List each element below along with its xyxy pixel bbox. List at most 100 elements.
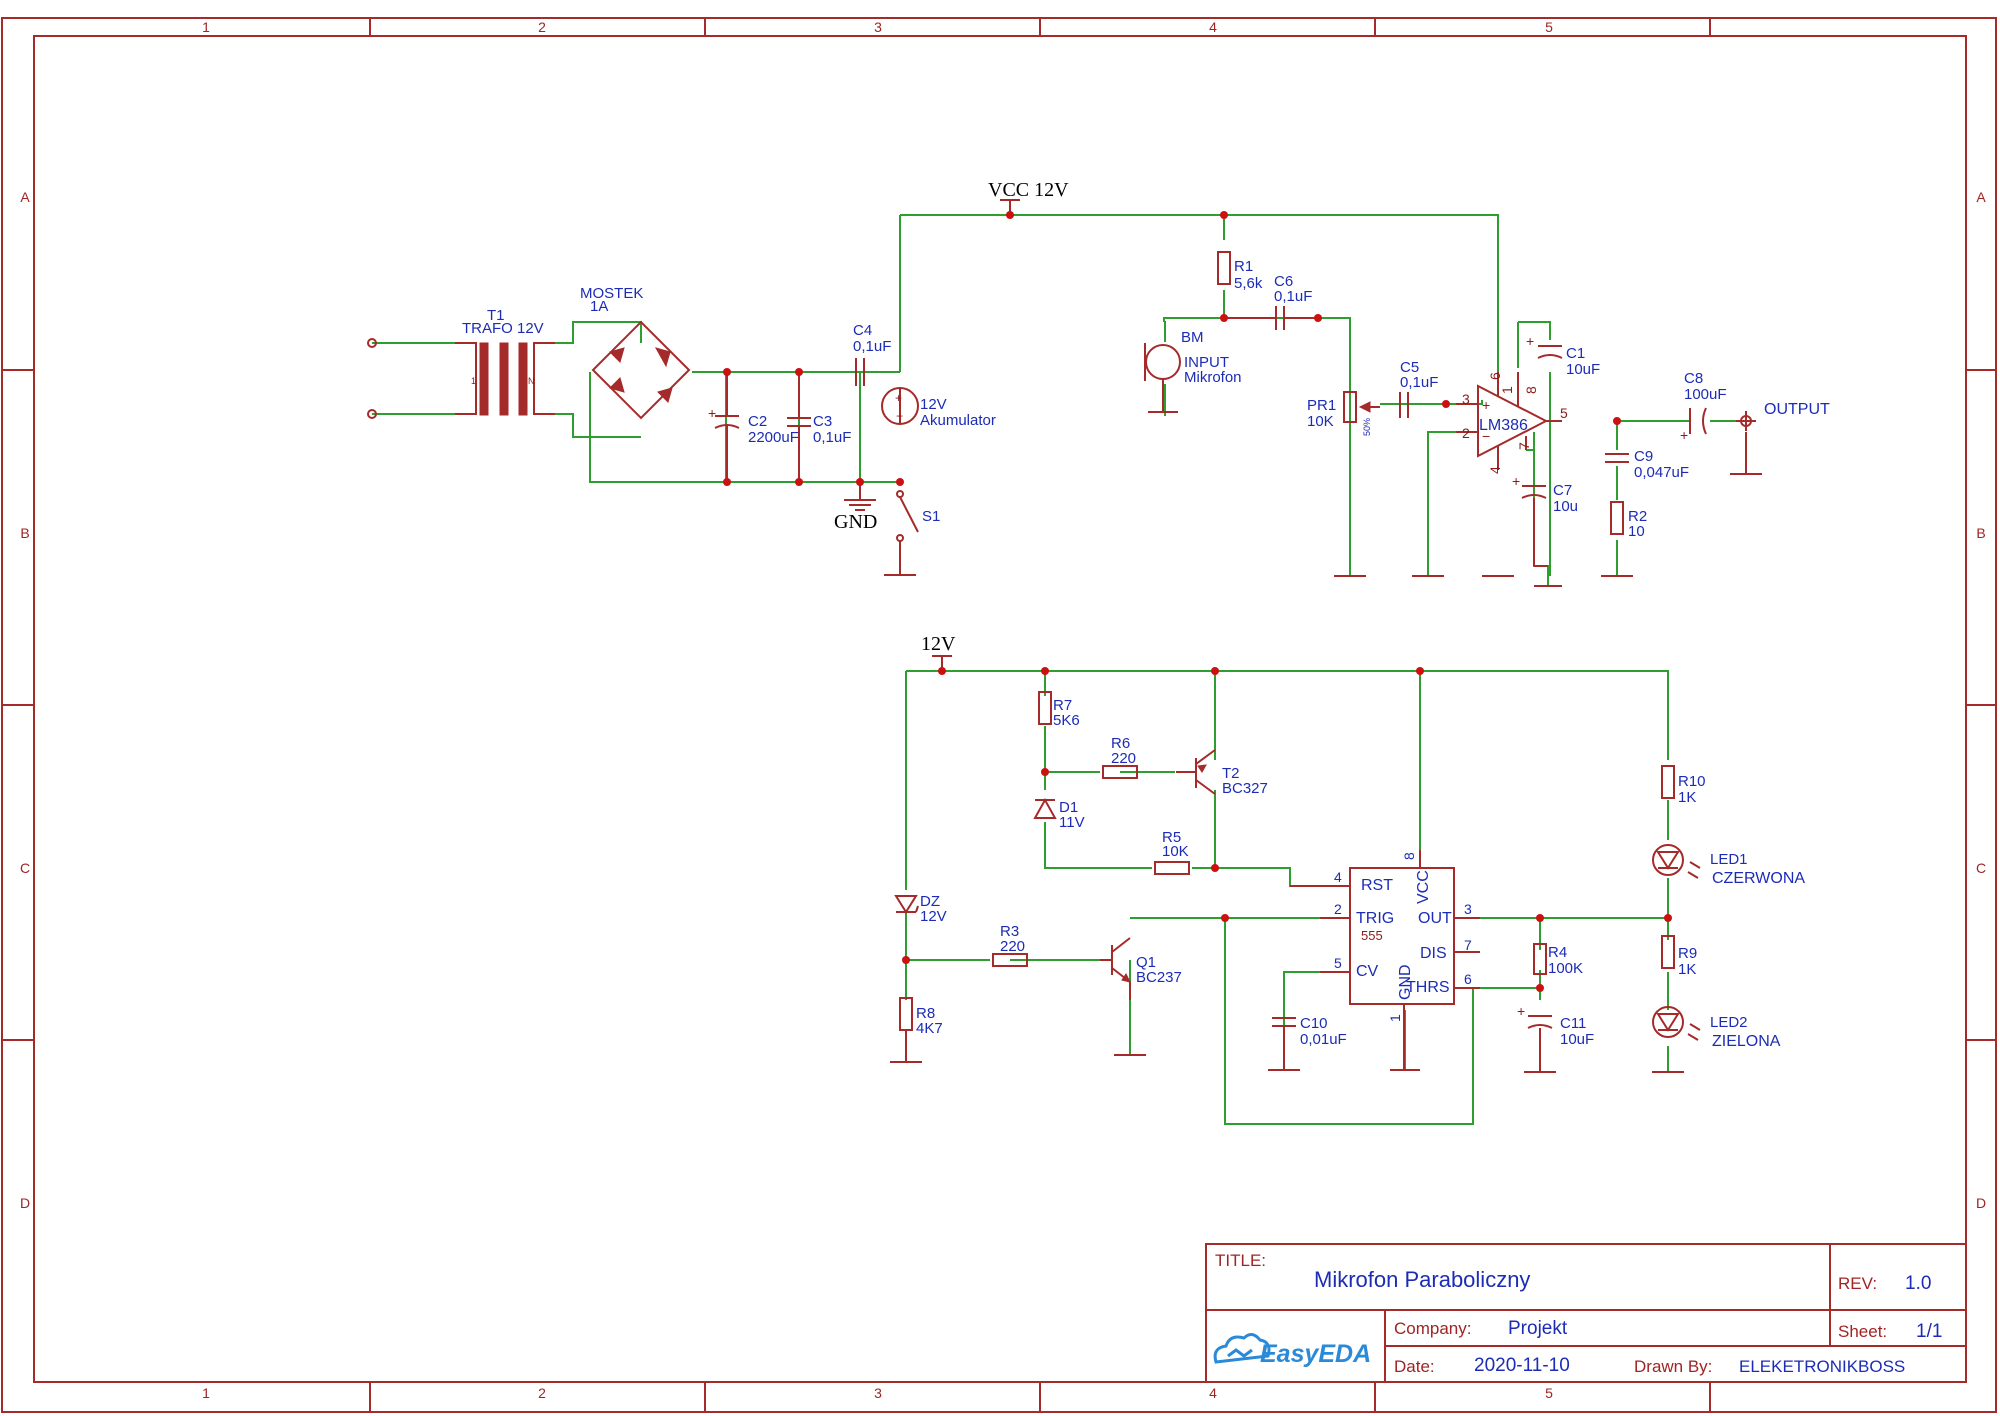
resistor-r2 <box>1610 501 1624 535</box>
led1-ref: LED1 <box>1710 851 1748 868</box>
c1-ref: C1 <box>1566 345 1585 362</box>
capacitor-c11: + <box>1517 1003 1556 1073</box>
ic555-rst: RST <box>1361 877 1393 894</box>
ic555-gnd: GND <box>1397 964 1414 1000</box>
potentiometer-pr1 <box>1343 391 1380 423</box>
r7-ref: R7 <box>1053 697 1072 714</box>
c9-value: 0,047uF <box>1634 464 1689 481</box>
c5-value: 0,1uF <box>1400 374 1438 391</box>
t1-value: TRAFO 12V <box>462 320 544 337</box>
col-label-3-bottom: 3 <box>874 1385 882 1401</box>
r4-value: 100K <box>1548 960 1583 977</box>
svg-text:N: N <box>528 376 535 386</box>
resistor-r10 <box>1661 765 1675 799</box>
title-value: Mikrofon Paraboliczny <box>1314 1267 1530 1292</box>
output-terminal <box>1730 411 1762 475</box>
gnd-symbol <box>844 482 876 511</box>
svg-text:−: − <box>896 409 903 423</box>
company-label: Company: <box>1394 1319 1471 1338</box>
pin-numbers: 3 2 6 1 8 5 4 7 4 2 5 8 1 3 7 6 <box>1334 372 1568 1022</box>
transistor-t2 <box>1176 749 1216 795</box>
c3-ref: C3 <box>813 413 832 430</box>
ic555-pin6: 6 <box>1464 971 1472 987</box>
row-label-c: C <box>20 860 30 876</box>
transformer-t1: 1 N <box>455 342 555 416</box>
t2-value: BC327 <box>1222 780 1268 797</box>
r8-ref: R8 <box>916 1005 935 1022</box>
rev-value: 1.0 <box>1905 1273 1931 1294</box>
c2-ref: C2 <box>748 413 767 430</box>
col-label-1: 1 <box>202 19 210 35</box>
row-label-d-right: D <box>1976 1195 1986 1211</box>
q1-ref: Q1 <box>1136 954 1156 971</box>
zener-dz <box>894 895 919 914</box>
lm386-pin8: 8 <box>1523 386 1539 394</box>
col-label-2: 2 <box>538 19 546 35</box>
junctions <box>723 211 1672 992</box>
logo-text: EasyEDA <box>1260 1340 1371 1368</box>
col-label-4: 4 <box>1209 19 1217 35</box>
col-label-1-bottom: 1 <box>202 1385 210 1401</box>
drawn-by-label: Drawn By: <box>1634 1357 1712 1376</box>
battery-ref: 12V <box>920 396 947 413</box>
bm-ref: BM <box>1181 329 1204 346</box>
lm386-ref: LM386 <box>1479 417 1528 434</box>
bm-value2: Mikrofon <box>1184 369 1242 386</box>
pr1-value: 10K <box>1307 413 1334 430</box>
ic555-pin8: 8 <box>1401 852 1417 860</box>
capacitor-c8: + <box>1680 407 1707 443</box>
resistor-r6 <box>1102 765 1138 779</box>
capacitor-c1: + <box>1526 333 1563 359</box>
led2-value: ZIELONA <box>1712 1033 1781 1050</box>
c4-value: 0,1uF <box>853 338 891 355</box>
r4-ref: R4 <box>1548 944 1567 961</box>
c6-ref: C6 <box>1274 273 1293 290</box>
title-label: TITLE: <box>1215 1251 1266 1270</box>
led2-ref: LED2 <box>1710 1014 1748 1031</box>
battery-value: Akumulator <box>920 412 996 429</box>
bridge-rectifier-mostek <box>591 320 691 420</box>
r10-ref: R10 <box>1678 773 1706 790</box>
resistor-r7 <box>1038 691 1052 725</box>
led2-symbol <box>1652 1006 1701 1073</box>
capacitor-c2: + <box>708 372 740 482</box>
zener-d1 <box>1033 797 1057 819</box>
r3-value: 220 <box>1000 938 1025 955</box>
resistor-r5 <box>1154 861 1190 875</box>
col-label-5: 5 <box>1545 19 1553 35</box>
r1-value: 5,6k <box>1234 275 1263 292</box>
r7-value: 5K6 <box>1053 712 1080 729</box>
c10-ref: C10 <box>1300 1015 1328 1032</box>
capacitor-c7: + <box>1512 473 1562 587</box>
t1-ref: T1 <box>487 307 505 324</box>
col-label-5-bottom: 5 <box>1545 1385 1553 1401</box>
col-label-3: 3 <box>874 19 882 35</box>
ic555-cv: CV <box>1356 963 1379 980</box>
r8-value: 4K7 <box>916 1020 943 1037</box>
mostek-value: 1A <box>590 298 608 315</box>
drawn-by-value: ELEKETRONIKBOSS <box>1739 1357 1905 1376</box>
c4-ref: C4 <box>853 322 872 339</box>
row-label-a: A <box>20 189 30 205</box>
svg-text:1: 1 <box>471 376 476 386</box>
led1-symbol <box>1652 844 1701 879</box>
c3-value: 0,1uF <box>813 429 851 446</box>
transistor-q1 <box>1100 937 1146 1056</box>
row-label-b-right: B <box>1976 525 1985 541</box>
lm386-pin7: 7 <box>1516 442 1532 450</box>
capacitor-c4 <box>855 358 865 386</box>
output-label: OUTPUT <box>1764 401 1830 418</box>
sheet-border: 1 2 3 4 5 1 2 3 4 5 A B C D A B C D <box>1 17 1997 1413</box>
ic555-pin7: 7 <box>1464 937 1472 953</box>
labels: T1 TRAFO 12V MOSTEK 1A C2 2200uF C3 0,1u… <box>462 258 1830 1050</box>
led1-value: CZERWONA <box>1712 870 1805 887</box>
svg-text:+: + <box>1517 1003 1525 1019</box>
s1-ref: S1 <box>922 508 940 525</box>
resistor-r8 <box>899 997 913 1031</box>
q1-value: BC237 <box>1136 969 1182 986</box>
pr1-ref: PR1 <box>1307 397 1336 414</box>
c5-ref: C5 <box>1400 359 1419 376</box>
lm386-pin2: 2 <box>1462 425 1470 441</box>
resistor-r9 <box>1661 935 1675 969</box>
microphone-bm <box>1144 343 1181 413</box>
